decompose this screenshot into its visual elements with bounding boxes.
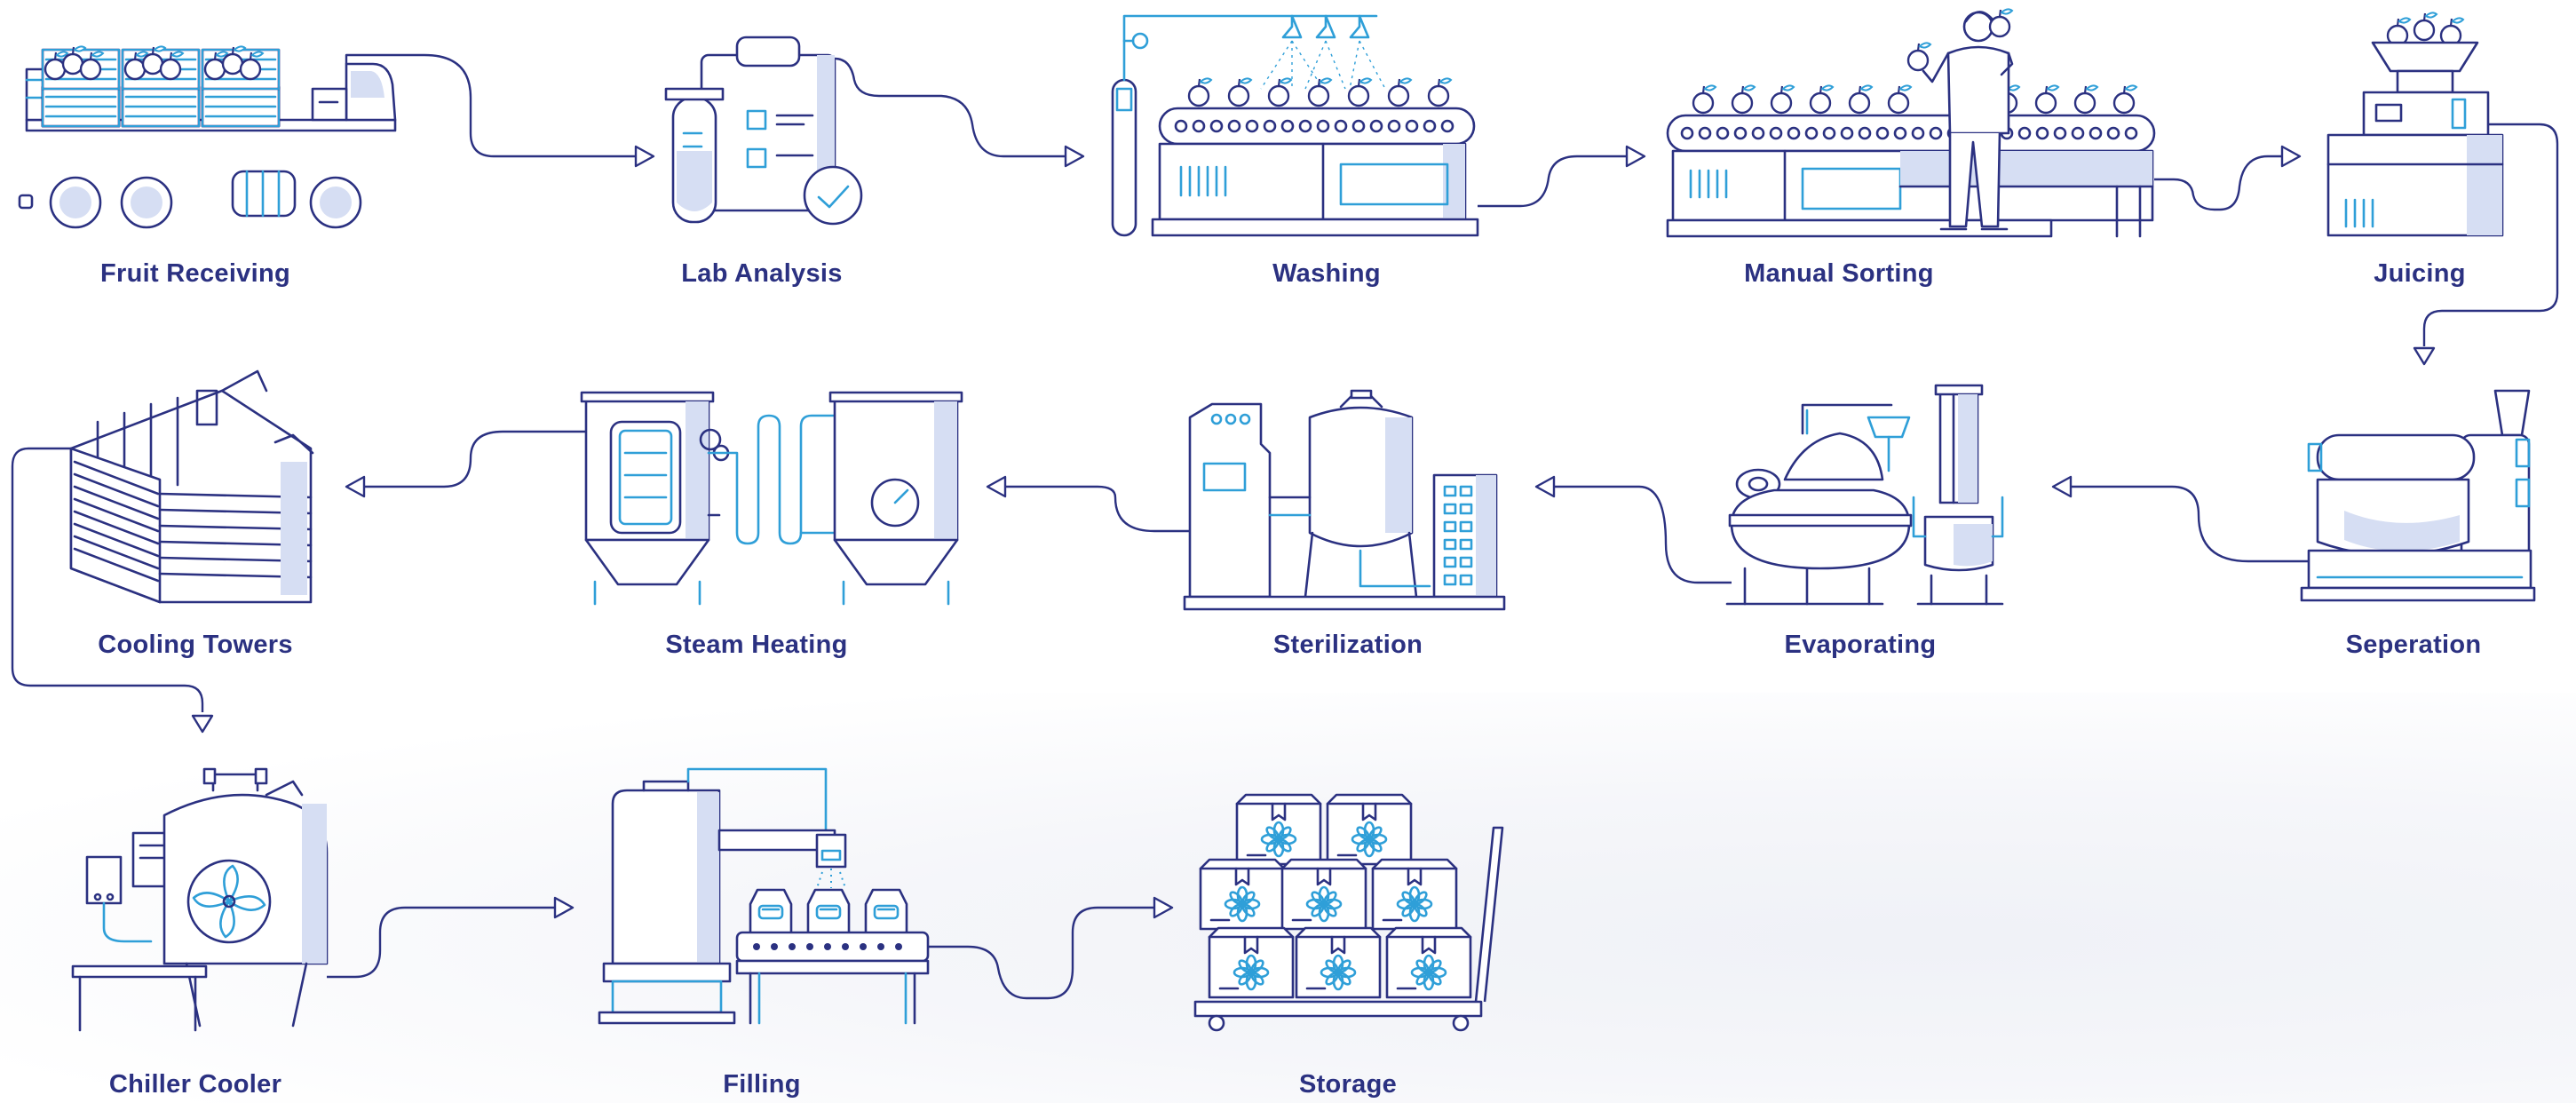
sterilization-machine-icon: [1183, 389, 1506, 611]
step-label-storage: Storage: [1298, 1070, 1398, 1099]
cooling-towers-icon: [69, 369, 314, 604]
step-label-cooling-towers: Cooling Towers: [98, 631, 293, 659]
step-label-chiller-cooler: Chiller Cooler: [108, 1070, 282, 1099]
filling-machine-icon: [598, 767, 930, 1025]
step-label-sterilization: Sterilization: [1272, 631, 1423, 659]
step-label-juicing: Juicing: [2374, 259, 2466, 288]
fruit-receiving-truck-icon: [18, 45, 397, 229]
juicing-machine-icon: [2326, 12, 2504, 237]
seperation-machine-icon: [2300, 389, 2536, 602]
storage-pallet-boxes-icon: [1193, 793, 1504, 1032]
step-label-steam-heating: Steam Heating: [665, 631, 848, 659]
step-label-fruit-receiving: Fruit Receiving: [100, 259, 290, 288]
chiller-cooler-icon: [71, 767, 329, 1032]
lab-analysis-clipboard-icon: [664, 36, 863, 226]
step-label-filling: Filling: [723, 1070, 801, 1099]
step-label-seperation: Seperation: [2345, 631, 2482, 659]
manual-sorting-conveyor-icon: [1666, 8, 2156, 238]
step-label-manual-sorting: Manual Sorting: [1744, 259, 1934, 288]
washing-machine-icon: [1111, 14, 1479, 237]
step-label-lab-analysis: Lab Analysis: [681, 259, 843, 288]
evaporating-machine-icon: [1725, 384, 2004, 606]
step-label-washing: Washing: [1272, 259, 1381, 288]
flow-connectors: [11, 53, 2559, 1000]
steam-heating-machine-icon: [580, 391, 963, 606]
step-label-evaporating: Evaporating: [1784, 631, 1937, 659]
